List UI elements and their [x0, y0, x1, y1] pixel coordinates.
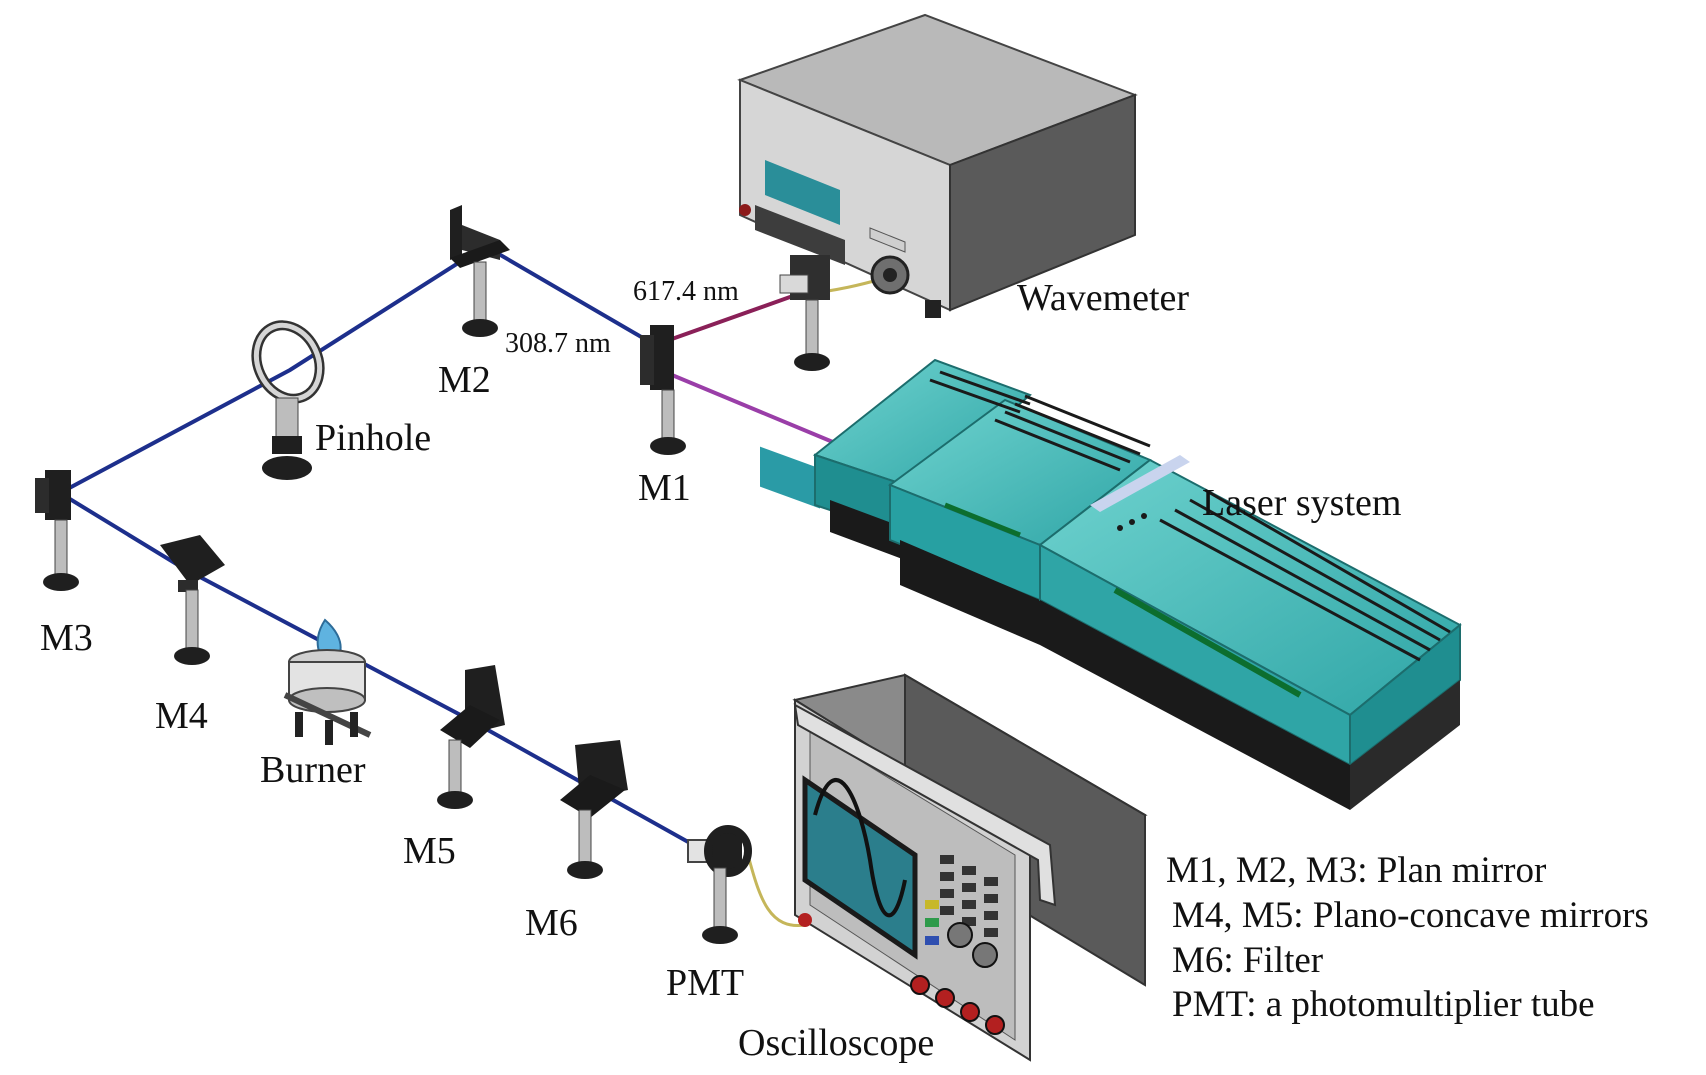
legend-line-3: M6: Filter — [1172, 940, 1323, 981]
mirror-m1 — [640, 325, 686, 455]
mirror-m5 — [437, 665, 505, 809]
label-m5: M5 — [403, 830, 456, 872]
flame-burner-icon — [283, 618, 372, 745]
label-m3: M3 — [40, 617, 93, 659]
mirror-m2 — [450, 205, 510, 337]
mirror-m4 — [160, 535, 225, 665]
legend-line-1: M1, M2, M3: Plan mirror — [1166, 850, 1546, 891]
wavemeter-instrument-icon — [737, 13, 1138, 509]
label-laser-system: Laser system — [1202, 482, 1401, 524]
label-m1: M1 — [638, 467, 691, 509]
label-pinhole: Pinhole — [315, 417, 431, 459]
label-m4: M4 — [155, 695, 208, 737]
pmt-signal-cable — [746, 854, 806, 928]
oscilloscope-instrument-icon — [792, 673, 1148, 1062]
laser-system-icon — [812, 358, 1462, 810]
label-m2: M2 — [438, 359, 491, 401]
label-burner: Burner — [260, 749, 366, 791]
legend-line-2: M4, M5: Plano-concave mirrors — [1172, 895, 1649, 936]
label-oscilloscope: Oscilloscope — [738, 1022, 934, 1064]
photomultiplier-icon — [687, 825, 752, 944]
legend: M1, M2, M3: Plan mirror M4, M5: Plano-co… — [1166, 850, 1649, 1025]
pinhole-ring-icon — [251, 320, 325, 480]
label-wavelength-617: 617.4 nm — [633, 276, 739, 307]
red-beam-to-wavemeter — [653, 295, 792, 347]
mirror-m6 — [560, 740, 628, 879]
label-pmt: PMT — [666, 962, 744, 1004]
pump-beam-from-laser — [658, 368, 842, 447]
label-wavelength-308: 308.7 nm — [505, 328, 611, 359]
mirror-m3 — [35, 470, 79, 591]
label-m6: M6 — [525, 902, 578, 944]
label-wavemeter: Wavemeter — [1017, 277, 1189, 319]
legend-line-4: PMT: a photomultiplier tube — [1172, 984, 1595, 1025]
